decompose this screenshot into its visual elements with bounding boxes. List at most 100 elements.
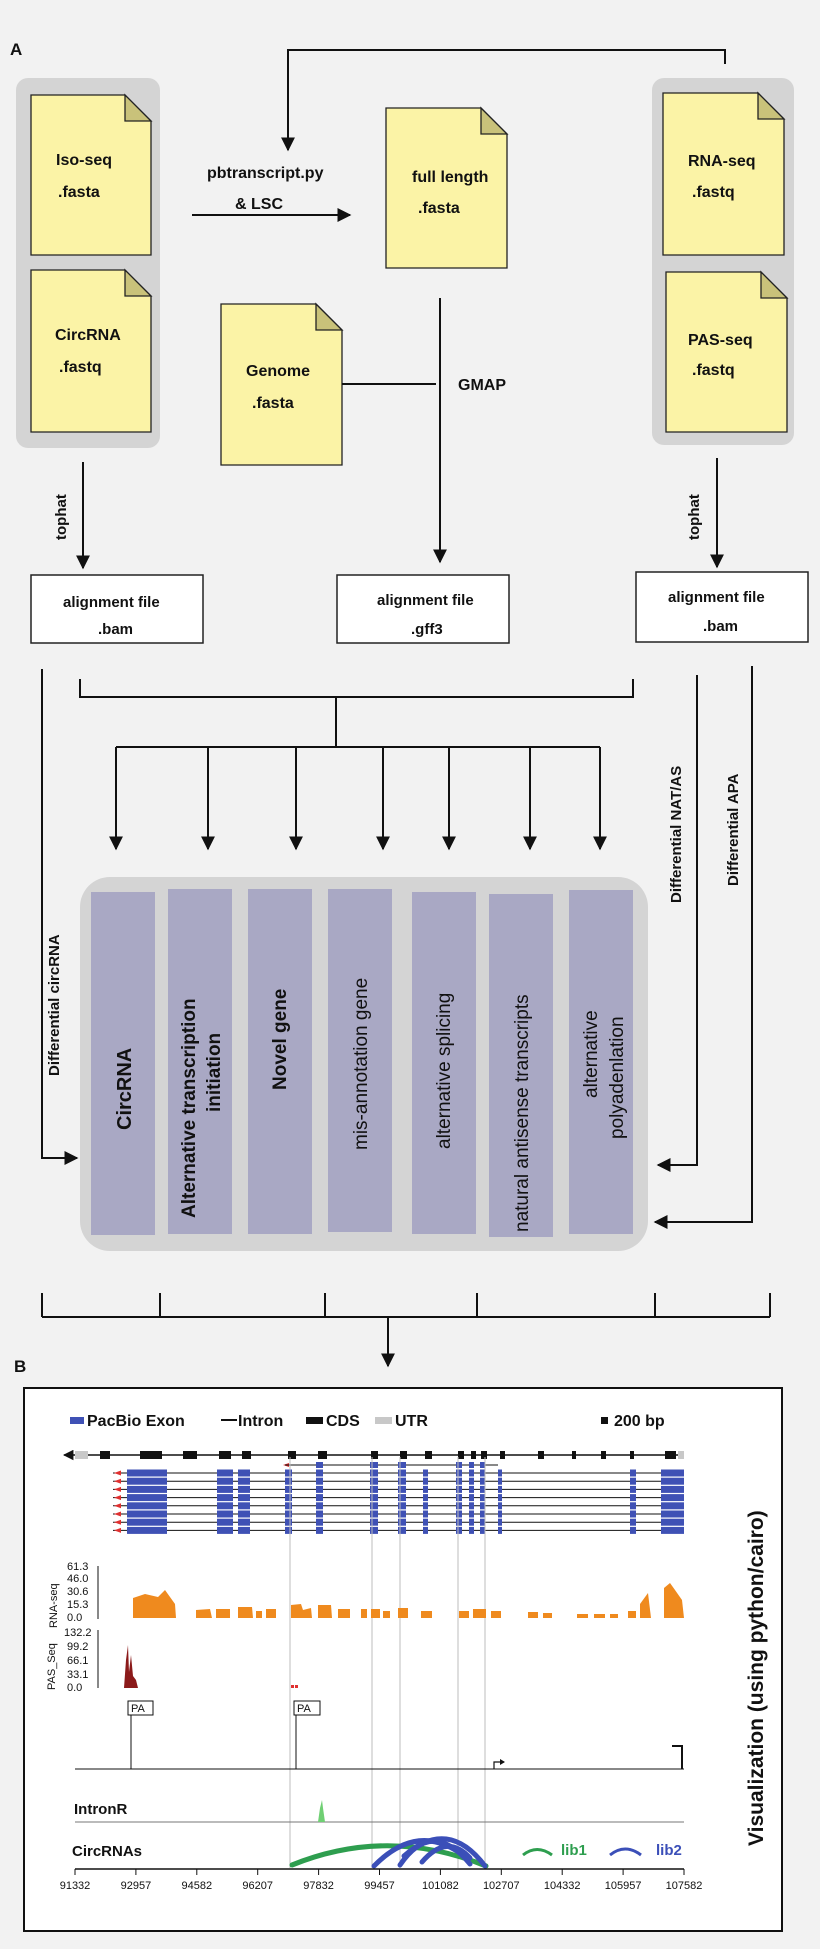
x-tick-label: 99457: [364, 1880, 395, 1892]
pacbio-isoforms: [113, 1462, 684, 1534]
isoform-exon: [127, 1502, 167, 1510]
isoform-exon: [398, 1485, 406, 1493]
file-fulllength-ext: .fasta: [418, 200, 460, 217]
file-genome-ext: .fasta: [252, 395, 294, 412]
isoform-strand-arrow: [114, 1486, 121, 1492]
isoform-exon: [398, 1502, 406, 1510]
isoform-exon: [469, 1502, 474, 1510]
isoform-exon: [469, 1469, 474, 1477]
isoform-exon: [370, 1494, 378, 1502]
panel-a-label: A: [10, 40, 22, 59]
isoform-exon: [370, 1526, 378, 1534]
isoform-exon: [456, 1518, 462, 1526]
isoform-exon: [127, 1485, 167, 1493]
file-passeq-name: PAS-seq: [688, 332, 753, 349]
file-passeq: PAS-seq .fastq: [665, 270, 789, 433]
isoform-exon: [316, 1462, 323, 1468]
isoform-exon: [469, 1485, 474, 1493]
arrow-diff-apa: [653, 666, 753, 1229]
isoform-exon: [480, 1462, 485, 1468]
isoform-exon: [630, 1485, 636, 1493]
isoform-exon: [480, 1477, 485, 1485]
x-tick-label: 104332: [544, 1880, 581, 1892]
file-genome-name: Genome: [246, 363, 310, 380]
isoform-exon: [285, 1477, 292, 1485]
guide-lines: [289, 1457, 486, 1868]
label-diff-nat: Differential NAT/AS: [668, 766, 685, 903]
analysis-text-nat: natural antisense transcripts: [512, 994, 533, 1232]
isoform-exon: [398, 1518, 406, 1526]
isoform-exon: [238, 1518, 250, 1526]
alignment-middle-ext: .gff3: [411, 621, 443, 638]
isoform-exon: [480, 1494, 485, 1502]
isoform-exon: [370, 1518, 378, 1526]
isoform-exon: [398, 1462, 406, 1468]
analysis-columns: CircRNA Alternative transcription initia…: [91, 889, 633, 1237]
file-circrna-ext: .fastq: [59, 359, 102, 376]
isoform-exon: [316, 1485, 323, 1493]
arrow-diff-nat: [656, 675, 698, 1172]
analysis-text-circrna: CircRNA: [114, 1048, 136, 1130]
file-rnaseq-ext: .fastq: [692, 184, 735, 201]
lib1-label: lib1: [561, 1842, 587, 1859]
isoform-exon: [661, 1510, 684, 1518]
isoform-exon: [480, 1485, 485, 1493]
label-diff-apa: Differential APA: [725, 773, 742, 886]
analysis-box-nat: [489, 894, 553, 1237]
tool-tophat-right: tophat: [686, 494, 703, 540]
isoform-exon: [370, 1462, 378, 1468]
isoform-exon: [316, 1477, 323, 1485]
isoform-exon: [285, 1485, 292, 1493]
isoform-exon: [630, 1518, 636, 1526]
isoform-exon: [370, 1469, 378, 1477]
panel-b-label: B: [14, 1357, 26, 1376]
isoform-exon: [127, 1510, 167, 1518]
isoform-exon: [480, 1502, 485, 1510]
isoform-exon: [423, 1502, 428, 1510]
passeq-tick-2: 66.1: [67, 1655, 88, 1667]
x-tick-label: 96207: [242, 1880, 273, 1892]
bottom-bracket: [41, 1293, 771, 1368]
isoform-exon: [423, 1518, 428, 1526]
legend: PacBio Exon Intron CDS UTR 200 bp: [70, 1413, 665, 1430]
x-tick-label: 105957: [605, 1880, 642, 1892]
isoform-exon: [217, 1518, 233, 1526]
isoform-exon: [238, 1510, 250, 1518]
isoform-exon: [469, 1526, 474, 1534]
isoform-exon: [423, 1469, 428, 1477]
isoform-exon: [370, 1477, 378, 1485]
tool-gmap: GMAP: [458, 377, 506, 394]
isoform-exon: [480, 1469, 485, 1477]
isoform-exon: [423, 1526, 428, 1534]
rnaseq-tick-1: 46.0: [67, 1573, 88, 1585]
isoform-exon: [285, 1502, 292, 1510]
lib2-label: lib2: [656, 1842, 682, 1859]
alignment-right-name: alignment file: [668, 589, 765, 606]
legend-cds: CDS: [326, 1413, 360, 1430]
distribution-connector: [79, 679, 634, 851]
legend-cds-swatch: [306, 1417, 323, 1424]
file-rnaseq: RNA-seq .fastq: [662, 91, 786, 256]
isoform-exon: [661, 1477, 684, 1485]
isoform-exon: [370, 1502, 378, 1510]
isoform-exon: [238, 1485, 250, 1493]
intronr-label: IntronR: [74, 1801, 127, 1818]
file-fulllength-name: full length: [412, 169, 488, 186]
isoform-exon: [456, 1477, 462, 1485]
isoform-exon: [456, 1502, 462, 1510]
isoform-exon: [469, 1518, 474, 1526]
isoform-exon: [661, 1494, 684, 1502]
x-tick-label: 92957: [121, 1880, 152, 1892]
isoform-exon: [423, 1477, 428, 1485]
isoform-exon: [630, 1494, 636, 1502]
file-isoseq-ext: .fasta: [58, 184, 100, 201]
isoform-exon: [498, 1510, 502, 1518]
isoform-exon: [469, 1494, 474, 1502]
passeq-tick-0: 132.2: [64, 1627, 92, 1639]
file-isoseq: Iso-seq .fasta: [30, 93, 153, 256]
analysis-text-novel: Novel gene: [270, 989, 291, 1090]
isoform-exon: [661, 1526, 684, 1534]
isoform-exon: [630, 1502, 636, 1510]
